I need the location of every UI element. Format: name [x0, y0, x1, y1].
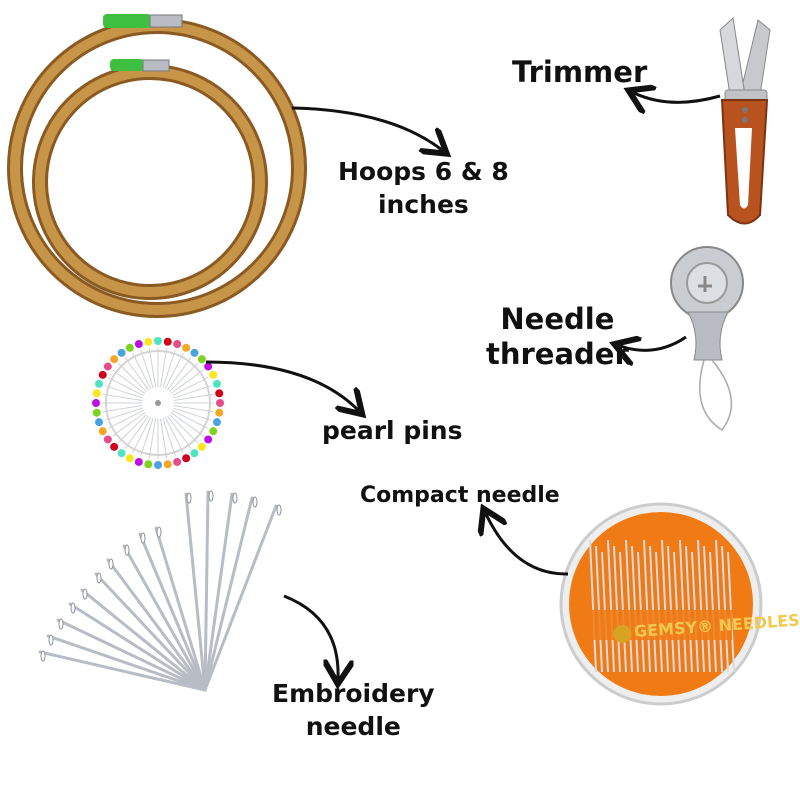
- embroidery-label-line2: needle: [305, 711, 401, 741]
- embroidery-hoops-icon: [7, 14, 307, 318]
- needle-threader-icon: [670, 246, 744, 431]
- compact-needle-box-icon: [559, 502, 763, 706]
- embroidery-needles-icon: [38, 490, 282, 692]
- brand-logo-icon: [612, 623, 632, 643]
- embroidery-label-line1: Embroidery: [272, 679, 435, 708]
- pearl-pins-icon: [92, 337, 224, 469]
- needle-threader-label: Needle threader: [486, 302, 629, 372]
- brand-mark: ®: [696, 616, 714, 637]
- hoops-label: Hoops 6 & 8 inches: [338, 156, 509, 221]
- hoops-label-line2: inches: [377, 189, 469, 219]
- pearl-pins-label: pearl pins: [322, 416, 463, 445]
- trimmer-label: Trimmer: [512, 55, 648, 89]
- trimmer-icon: [719, 16, 771, 225]
- embroidery-needle-label: Embroidery needle: [272, 678, 435, 743]
- threader-label-line2: threader: [486, 336, 629, 371]
- threader-label-line1: Needle: [500, 302, 615, 336]
- brand-name: GEMSY: [633, 617, 698, 642]
- hoops-label-line1: Hoops 6 & 8: [338, 157, 509, 186]
- pointer-arrows: [205, 93, 721, 678]
- compact-needle-label: Compact needle: [360, 483, 560, 508]
